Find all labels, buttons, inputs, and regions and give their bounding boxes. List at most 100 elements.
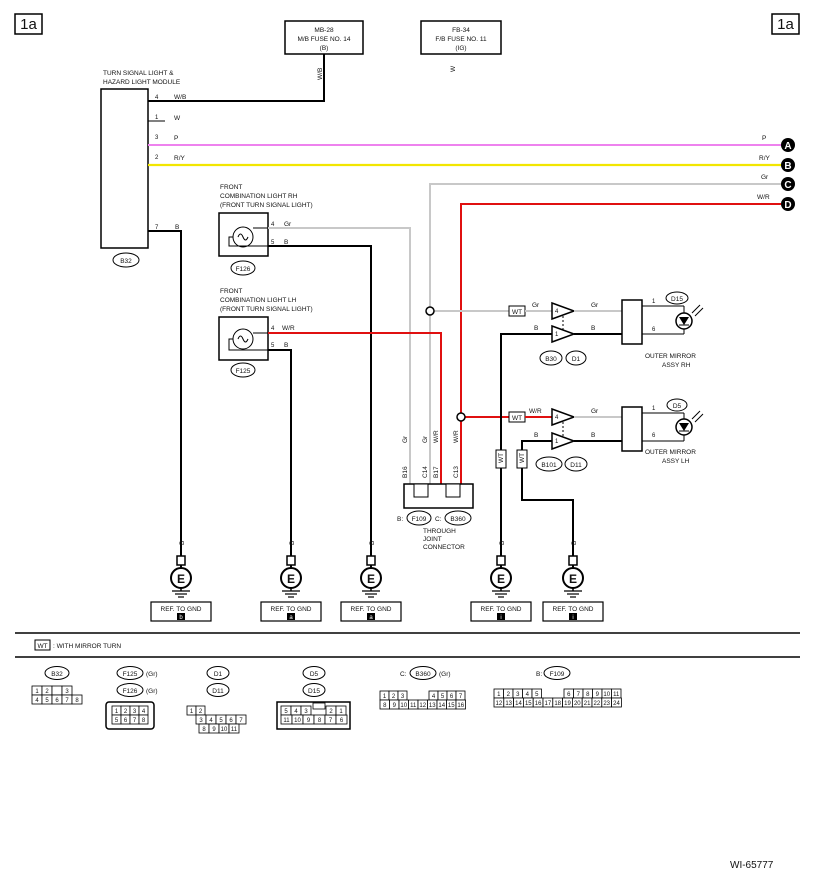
joint-pin: B17 xyxy=(433,466,440,478)
wire-color: B xyxy=(534,325,538,332)
svg-text:B: B xyxy=(784,161,791,172)
connector-pin-number: 6 xyxy=(450,694,454,700)
view-prefix: C: xyxy=(400,671,407,678)
connector-pin-number: 4 xyxy=(209,718,213,724)
view-tag-f125: F125 xyxy=(116,666,144,680)
svg-text:WT: WT xyxy=(512,415,522,422)
connector-pin-number: 4 xyxy=(432,694,436,700)
connector-tag-outline xyxy=(543,666,571,680)
ground-ref-text: REF. TO GND xyxy=(271,606,312,613)
connector-pin-number: 19 xyxy=(564,701,571,707)
connector-tag-b32: B32 xyxy=(112,252,140,268)
connector-tag-text: D15 xyxy=(308,688,320,695)
connector-pin-number: 8 xyxy=(586,692,590,698)
connector-tag-b30: B30 xyxy=(539,350,563,366)
pin-label: 4 xyxy=(555,309,559,315)
connector-pin-number: 12 xyxy=(496,701,503,707)
ground-code: i xyxy=(572,615,573,621)
connector-latch xyxy=(312,702,326,710)
connector-tag-text: D1 xyxy=(214,671,223,678)
connector-cell xyxy=(228,723,240,734)
ref-circle-b: B xyxy=(781,158,795,172)
fuse-fb34: FB-34 F/B FUSE NO. 11 (IG) xyxy=(420,20,502,55)
connector-pin-number: 4 xyxy=(35,698,39,704)
connector-tag-outline xyxy=(116,683,144,697)
pin-label: 2 xyxy=(155,155,159,161)
svg-text:1a: 1a xyxy=(20,16,37,33)
connector-pin-number: 9 xyxy=(393,703,397,709)
svg-text:(B): (B) xyxy=(320,45,329,52)
connector-tag-d11: D11 xyxy=(564,456,588,472)
ground-ref-text: REF. TO GND xyxy=(553,606,594,613)
ground-letter: E xyxy=(367,572,375,586)
connector-pin-number: 7 xyxy=(329,718,333,724)
connector-tag-outline xyxy=(302,683,326,697)
fuse-mb28: MB-28 M/B FUSE NO. 14 (B) xyxy=(284,20,364,55)
pin-label: 1 xyxy=(155,115,159,121)
connector-pin-number: 10 xyxy=(294,718,301,724)
wire-b-lh-mirror xyxy=(521,440,574,556)
connector-prefix: C: xyxy=(435,516,442,523)
ground-code: b xyxy=(179,615,183,621)
mirror-lh-title-1: OUTER MIRROR xyxy=(645,449,696,456)
front-rh-title-1: FRONT xyxy=(220,184,242,191)
wire-color: B xyxy=(534,432,538,439)
connector-pin-number: 16 xyxy=(457,703,464,709)
wire-b-rh-mirror xyxy=(500,333,552,556)
svg-text:D5: D5 xyxy=(673,403,682,410)
front-lh-title-3: (FRONT TURN SIGNAL LIGHT) xyxy=(220,306,313,313)
wire-color: B xyxy=(175,224,179,231)
ground-connector xyxy=(568,555,578,566)
connector-tag-text: D11 xyxy=(212,688,224,695)
connector-tag-outline xyxy=(206,683,230,697)
connector-cell xyxy=(138,714,149,725)
connector-pin-number: 22 xyxy=(594,701,601,707)
connector-pin-number: 24 xyxy=(613,701,620,707)
svg-text:B30: B30 xyxy=(545,356,557,363)
wire-color: B xyxy=(499,541,506,545)
connector-pin-number: 2 xyxy=(199,709,203,715)
connector-pin-number: 9 xyxy=(596,692,600,698)
connector-pin-number: 11 xyxy=(231,727,238,733)
wire-gray-c xyxy=(429,183,781,485)
ground-ref-box xyxy=(260,601,322,622)
ground-connector xyxy=(496,555,506,566)
ground-ref-text: REF. TO GND xyxy=(161,606,202,613)
connector-pin-number: 9 xyxy=(307,718,311,724)
wt-tag-lh: WT xyxy=(508,411,526,423)
view-tag-f109: F109 xyxy=(543,666,571,680)
connector-pin-number: 8 xyxy=(202,727,206,733)
connector-pin-number: 16 xyxy=(535,701,542,707)
module-title-2: HAZARD LIGHT MODULE xyxy=(103,79,181,86)
connector-pin-number: 11 xyxy=(283,718,290,724)
ground-ref-box xyxy=(340,601,402,622)
connector-triangle xyxy=(551,301,577,321)
wire-color: Gr xyxy=(402,435,409,443)
module-title-1: TURN SIGNAL LIGHT & xyxy=(103,70,174,77)
connector-pin-number: 3 xyxy=(304,709,308,715)
connector-tag-d5: D5 xyxy=(666,398,688,412)
connector-tag-outline xyxy=(206,666,230,680)
connector-pin-number: 20 xyxy=(574,701,581,707)
connector-pin-number: 11 xyxy=(410,703,417,709)
wire-wb xyxy=(148,54,325,102)
svg-text:1a: 1a xyxy=(777,16,794,33)
wire-label-w: W xyxy=(450,65,457,72)
pin-label: 5 xyxy=(271,240,275,246)
connector-pin-number: 5 xyxy=(441,694,445,700)
wire-color: B xyxy=(571,541,578,545)
turn-signal-module xyxy=(100,88,149,249)
connector-pin-number: 5 xyxy=(219,718,223,724)
connector-pin-number: 9 xyxy=(212,727,216,733)
ground-code-box xyxy=(569,613,577,620)
svg-text:WT: WT xyxy=(519,453,526,463)
wire-color: B xyxy=(591,325,595,332)
wire-color: B xyxy=(369,541,376,545)
connector-pin-number: 8 xyxy=(318,718,322,724)
connector-pin-number: 8 xyxy=(383,703,387,709)
